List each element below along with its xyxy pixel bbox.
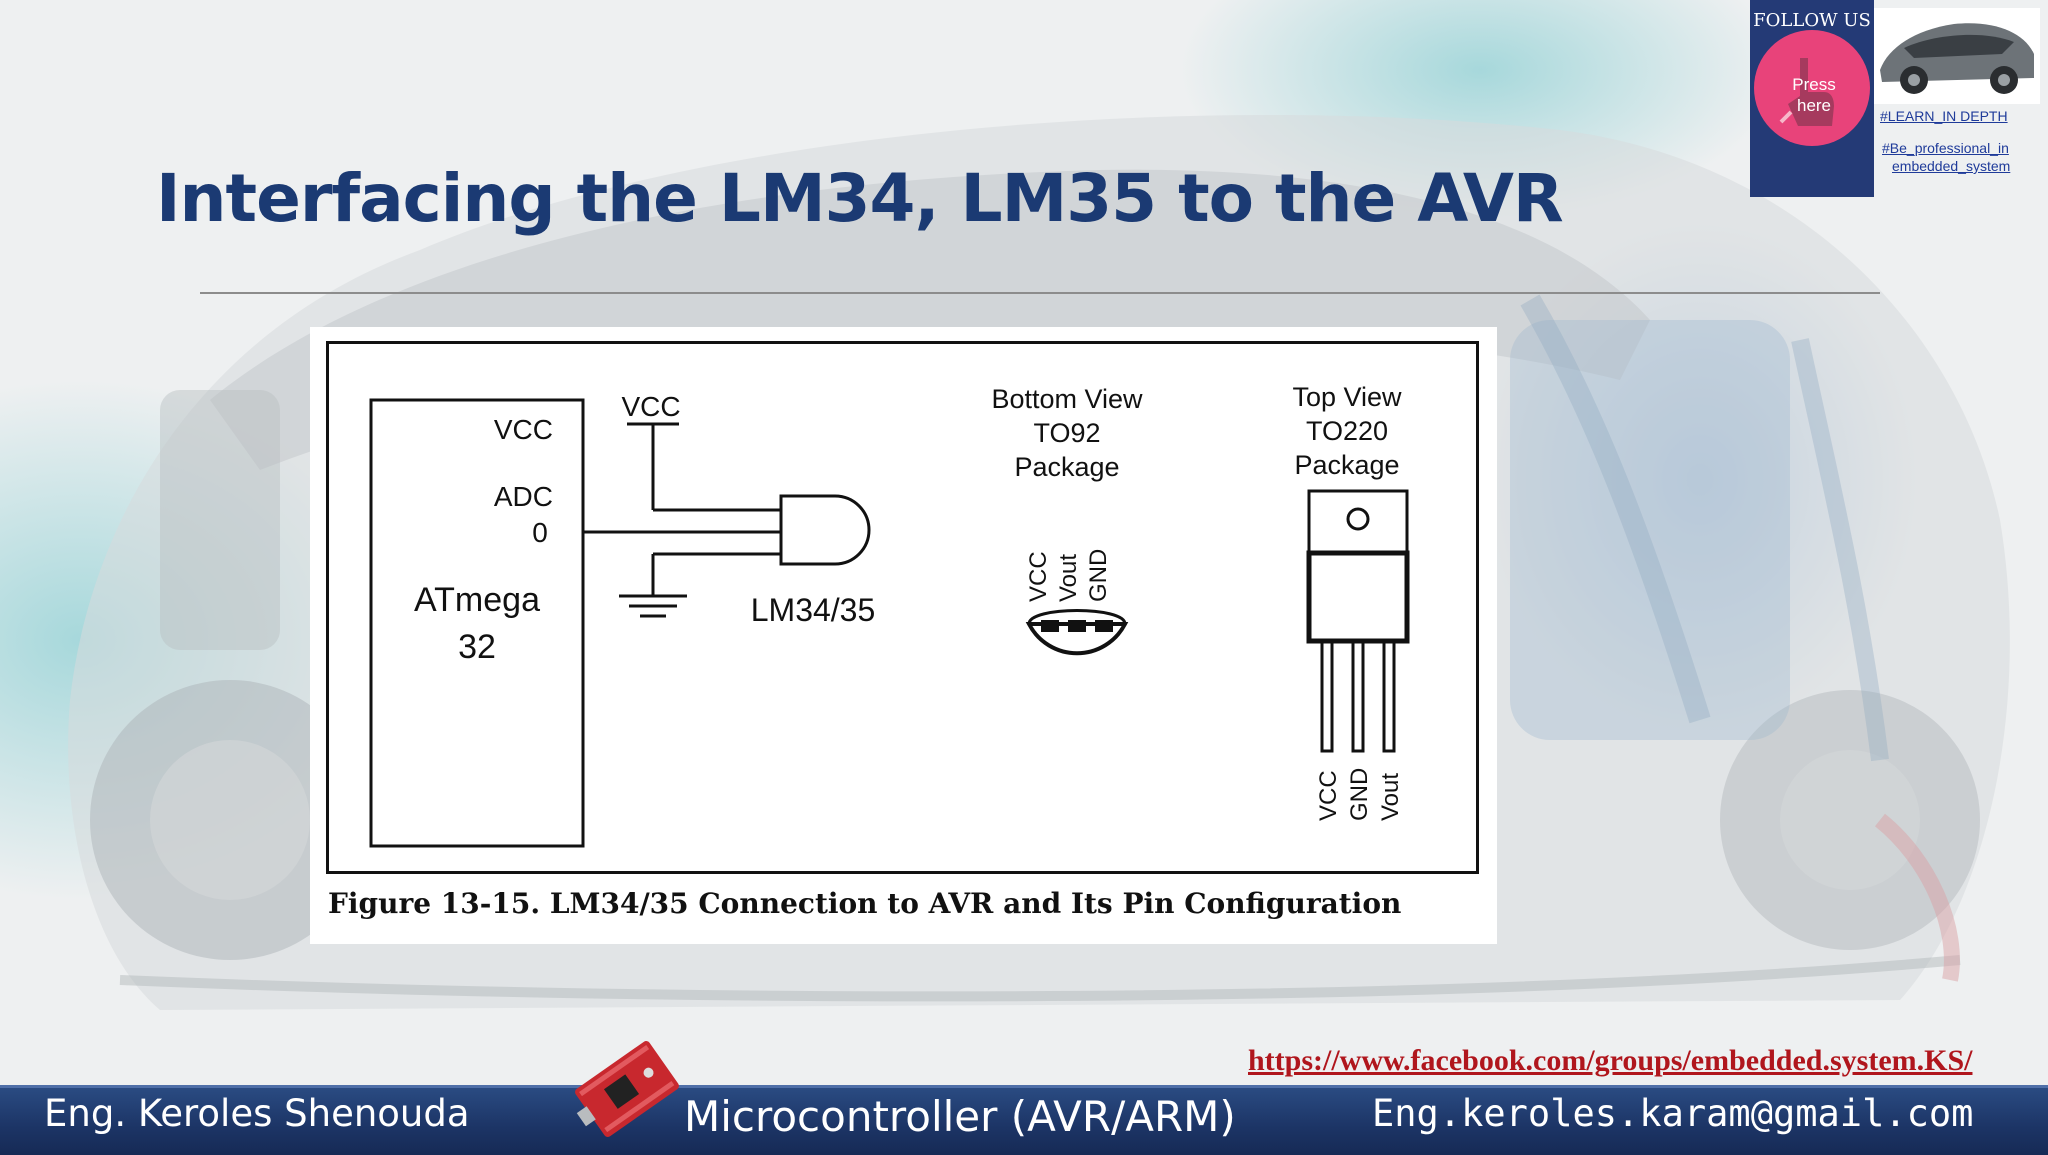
figure-panel: VCC ADC 0 ATmega 32 VCC LM34/35 Bottom V… [310, 327, 1497, 944]
figure-frame: VCC ADC 0 ATmega 32 VCC LM34/35 Bottom V… [326, 341, 1479, 874]
to220-body [1306, 550, 1410, 644]
to220-heading-line1: Top View [1292, 382, 1402, 412]
atmega-box [369, 398, 585, 848]
to220-pin-vcc: VCC [1315, 770, 1342, 821]
slide-title: Interfacing the LM34, LM35 to the AVR [156, 160, 1564, 237]
supply-vcc-label: VCC [621, 391, 680, 422]
hashtag-be-professional[interactable]: #Be_professional_in [1882, 140, 2009, 156]
follow-us-panel[interactable]: FOLLOW US Press here [1750, 0, 1874, 197]
to220-pin-vout: Vout [1377, 773, 1404, 821]
footer-bar [0, 1085, 2048, 1155]
to220-tab [1307, 489, 1409, 555]
mcu-pin-adc: ADC [494, 481, 553, 512]
mcu-name-line2: 32 [458, 628, 496, 666]
to92-pin-vout: Vout [1055, 554, 1082, 602]
sensor-label: LM34/35 [751, 592, 876, 628]
press-line1: Press [1792, 75, 1836, 94]
to92-pin-vcc: VCC [1025, 551, 1052, 602]
footer-course-title: Microcontroller (AVR/ARM) [684, 1092, 1236, 1141]
footer-email: Eng.keroles.karam@gmail.com [1372, 1092, 1974, 1135]
to220-pin-gnd: GND [1346, 768, 1373, 821]
press-here-button[interactable]: Press here [1754, 30, 1870, 146]
press-line2: here [1796, 96, 1832, 115]
press-here-text: Press here [1784, 74, 1844, 116]
to92-pin-gnd: GND [1085, 549, 1112, 602]
footer-author: Eng. Keroles Shenouda [44, 1092, 470, 1135]
dev-board-image [575, 1041, 679, 1137]
mcu-name-line1: ATmega [414, 581, 540, 619]
figure-caption: Figure 13-15. LM34/35 Connection to AVR … [328, 887, 1402, 920]
mcu-pin-vcc: VCC [494, 414, 553, 445]
to92-body [1025, 622, 1129, 656]
to220-heading-line3: Package [1294, 450, 1399, 480]
to92-heading-line1: Bottom View [991, 384, 1143, 414]
hashtag-learn-in-depth[interactable]: #LEARN_IN DEPTH [1880, 108, 2008, 124]
to220-heading-line2: TO220 [1306, 416, 1388, 446]
mcu-pin-adc-number: 0 [532, 517, 548, 548]
follow-us-label: FOLLOW US [1753, 10, 1871, 31]
to92-heading-line3: Package [1014, 452, 1119, 482]
title-divider [200, 292, 1880, 294]
to92-heading-line2: TO92 [1033, 418, 1100, 448]
car-thumbnail [1874, 8, 2040, 104]
facebook-group-link[interactable]: https://www.facebook.com/groups/embedded… [1248, 1044, 1973, 1077]
sensor-body [779, 494, 871, 566]
hashtag-embedded-system[interactable]: embedded_system [1892, 158, 2011, 174]
circuit-diagram: VCC ADC 0 ATmega 32 VCC LM34/35 Bottom V… [369, 382, 1410, 848]
pointing-hand-icon [1779, 58, 1834, 126]
